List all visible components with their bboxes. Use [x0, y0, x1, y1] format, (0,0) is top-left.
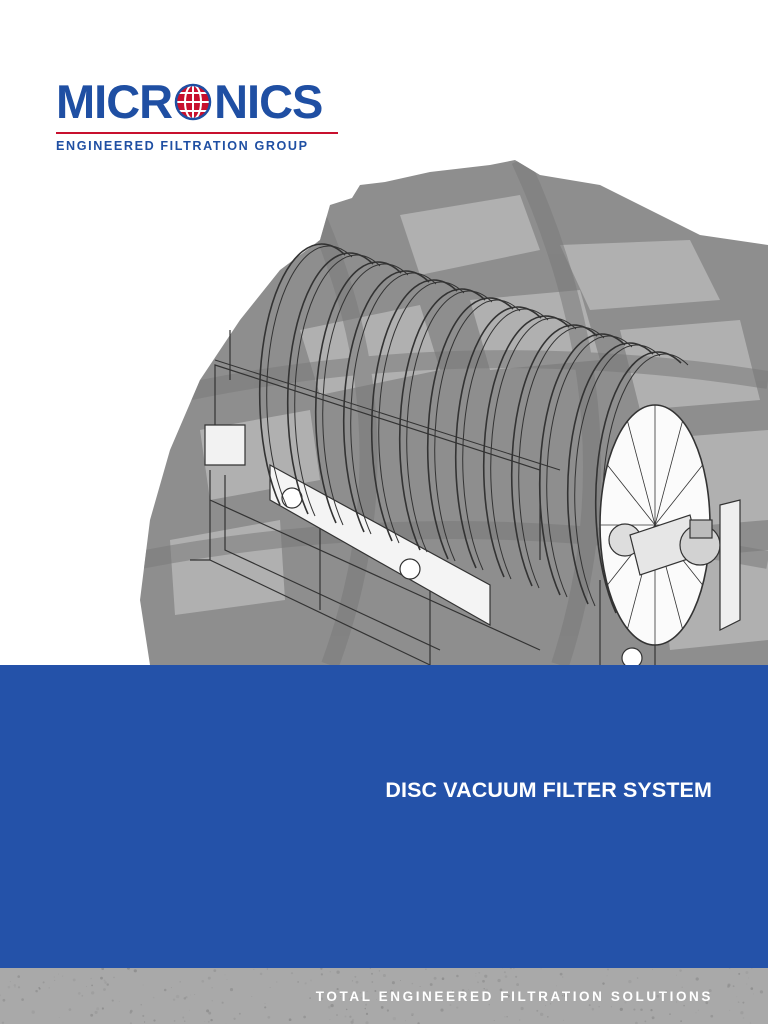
right-support	[719, 499, 741, 631]
upper-rail	[214, 364, 541, 560]
filter-disc-edge	[350, 272, 437, 535]
trough-front	[269, 463, 491, 627]
filter-disc	[342, 270, 430, 533]
logo-text-left: MICR	[56, 75, 173, 128]
document-title: DISC VACUUM FILTER SYSTEM	[385, 778, 712, 802]
disc-spoke	[627, 420, 656, 526]
disc-spoke	[654, 420, 683, 526]
filter-disc	[258, 243, 346, 506]
disc-spoke	[607, 464, 656, 526]
motor-cap	[689, 519, 713, 539]
filter-disc-edge	[434, 299, 521, 562]
filter-disc	[398, 288, 486, 551]
filter-disc	[454, 306, 542, 569]
filter-disc	[426, 297, 514, 560]
frame-rail-low	[209, 499, 541, 651]
filter-disc-edge	[462, 308, 549, 571]
filter-disc-edge	[490, 317, 577, 580]
filter-disc	[286, 252, 374, 515]
footer-band	[0, 968, 768, 1024]
port-mid	[399, 558, 421, 580]
logo-wordmark: MICR NICS	[56, 78, 341, 125]
disc-spoke	[654, 464, 703, 526]
filter-disc-edge	[546, 335, 633, 598]
filter-disc-edge	[266, 245, 353, 508]
filter-disc	[370, 279, 458, 542]
filter-disc	[566, 342, 654, 605]
footer-tagline: TOTAL ENGINEERED FILTRATION SOLUTIONS	[315, 989, 713, 1004]
filter-disc	[482, 315, 570, 578]
logo-tagline: ENGINEERED FILTRATION GROUP	[56, 139, 309, 153]
filter-disc-edge	[574, 344, 661, 607]
filter-disc-edge	[322, 263, 409, 526]
micronics-logo: MICR NICS ENGINEERED FILTRATION GROUP	[56, 78, 341, 153]
trough-end-left	[204, 424, 246, 466]
filter-disc	[510, 324, 598, 587]
filter-disc-edge	[518, 326, 605, 589]
shaft-line	[214, 359, 561, 471]
logo-text-right: NICS	[214, 75, 323, 128]
filter-disc-edge	[406, 290, 493, 553]
filter-disc	[314, 261, 402, 524]
title-band	[0, 665, 768, 968]
filter-disc	[538, 333, 626, 596]
frame-inner-left	[224, 475, 441, 651]
filter-disc-edge	[294, 254, 381, 517]
filter-disc-edge	[378, 281, 465, 544]
filter-disc	[594, 351, 682, 614]
globe-icon	[174, 83, 212, 120]
logo-divider	[56, 132, 338, 134]
footer-texture	[0, 968, 764, 1024]
